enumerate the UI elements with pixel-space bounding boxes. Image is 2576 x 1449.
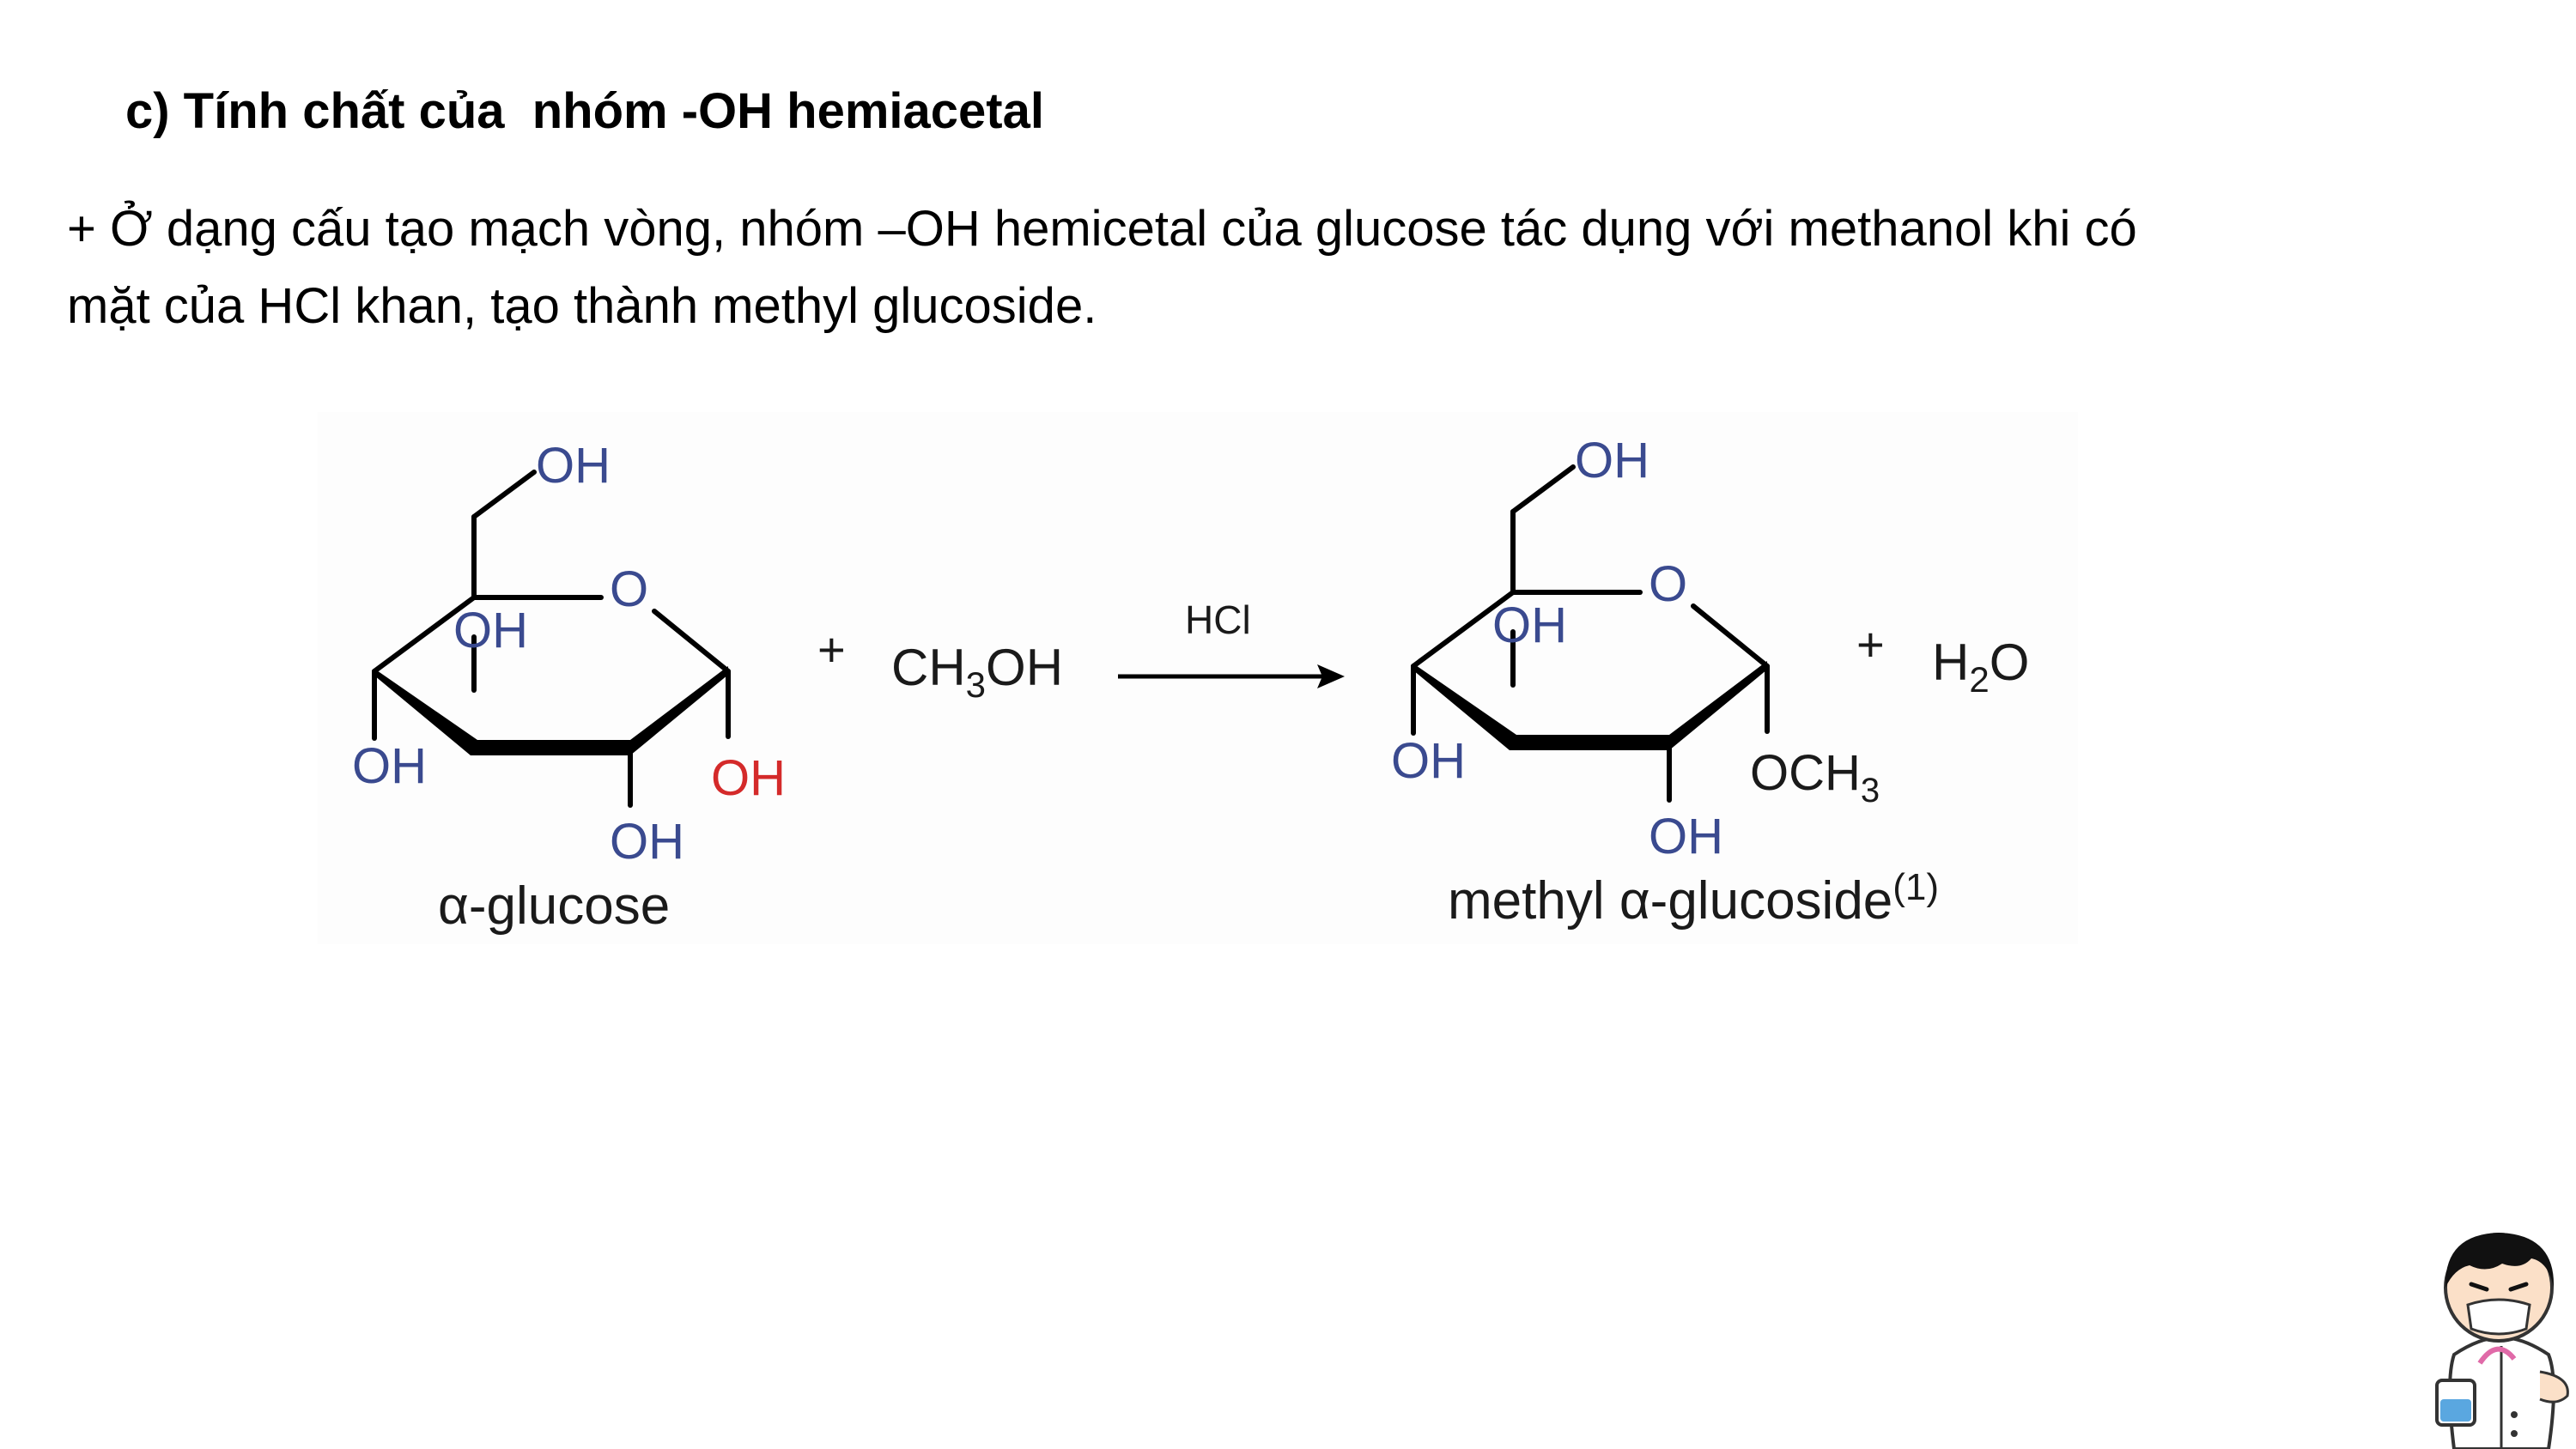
plus-sign-2: + [1856,617,1885,671]
glucoside-oh-top: OH [1575,433,1649,488]
alpha-glucose-structure [372,470,731,808]
reaction-scheme-svg: OH O OH OH OH OH α-glucose + CH3OH HCl O… [352,433,2029,936]
paragraph-line-2: mặt của HCl khan, tạo thành methyl gluco… [67,278,1097,334]
alpha-glucose-oh-anomeric: OH [711,750,786,806]
reactant-name: α-glucose [438,876,670,936]
alpha-glucose-bold-bonds [374,666,728,755]
product-name: methyl α-glucoside(1) [1448,866,1939,931]
slide-paragraph: + Ở dạng cấu tạo mạch vòng, nhóm –OH hem… [67,191,2437,345]
paragraph-line-1: + Ở dạng cấu tạo mạch vòng, nhóm –OH hem… [67,201,2137,257]
glucoside-ring-oxygen: O [1649,556,1687,612]
glucoside-oh-c3: OH [1492,597,1567,653]
water-formula: H2O [1932,634,2029,700]
scientist-mascot-icon [2435,1233,2569,1449]
slide-heading: c) Tính chất của nhóm -OH hemiacetal [125,83,1044,139]
glucoside-oh-c4: OH [1391,733,1466,789]
alpha-glucose-oh-c2: OH [610,814,684,870]
methanol-formula: CH3OH [891,639,1063,705]
plus-sign-1: + [817,622,846,676]
glucoside-methoxy: OCH3 [1750,745,1880,809]
alpha-glucose-ring-oxygen: O [610,561,648,617]
alpha-glucose-oh-top: OH [536,438,611,494]
glucoside-oh-c2: OH [1649,809,1723,864]
methyl-glucoside-bold-bonds [1413,661,1767,750]
alpha-glucose-oh-c4: OH [352,738,427,794]
alpha-glucose-oh-c3: OH [453,603,528,658]
methyl-glucoside-structure [1411,464,1770,803]
catalyst-label: HCl [1185,597,1251,642]
reaction-scheme: OH O OH OH OH OH α-glucose + CH3OH HCl O… [318,412,2078,944]
reaction-arrow-head [1317,664,1345,688]
